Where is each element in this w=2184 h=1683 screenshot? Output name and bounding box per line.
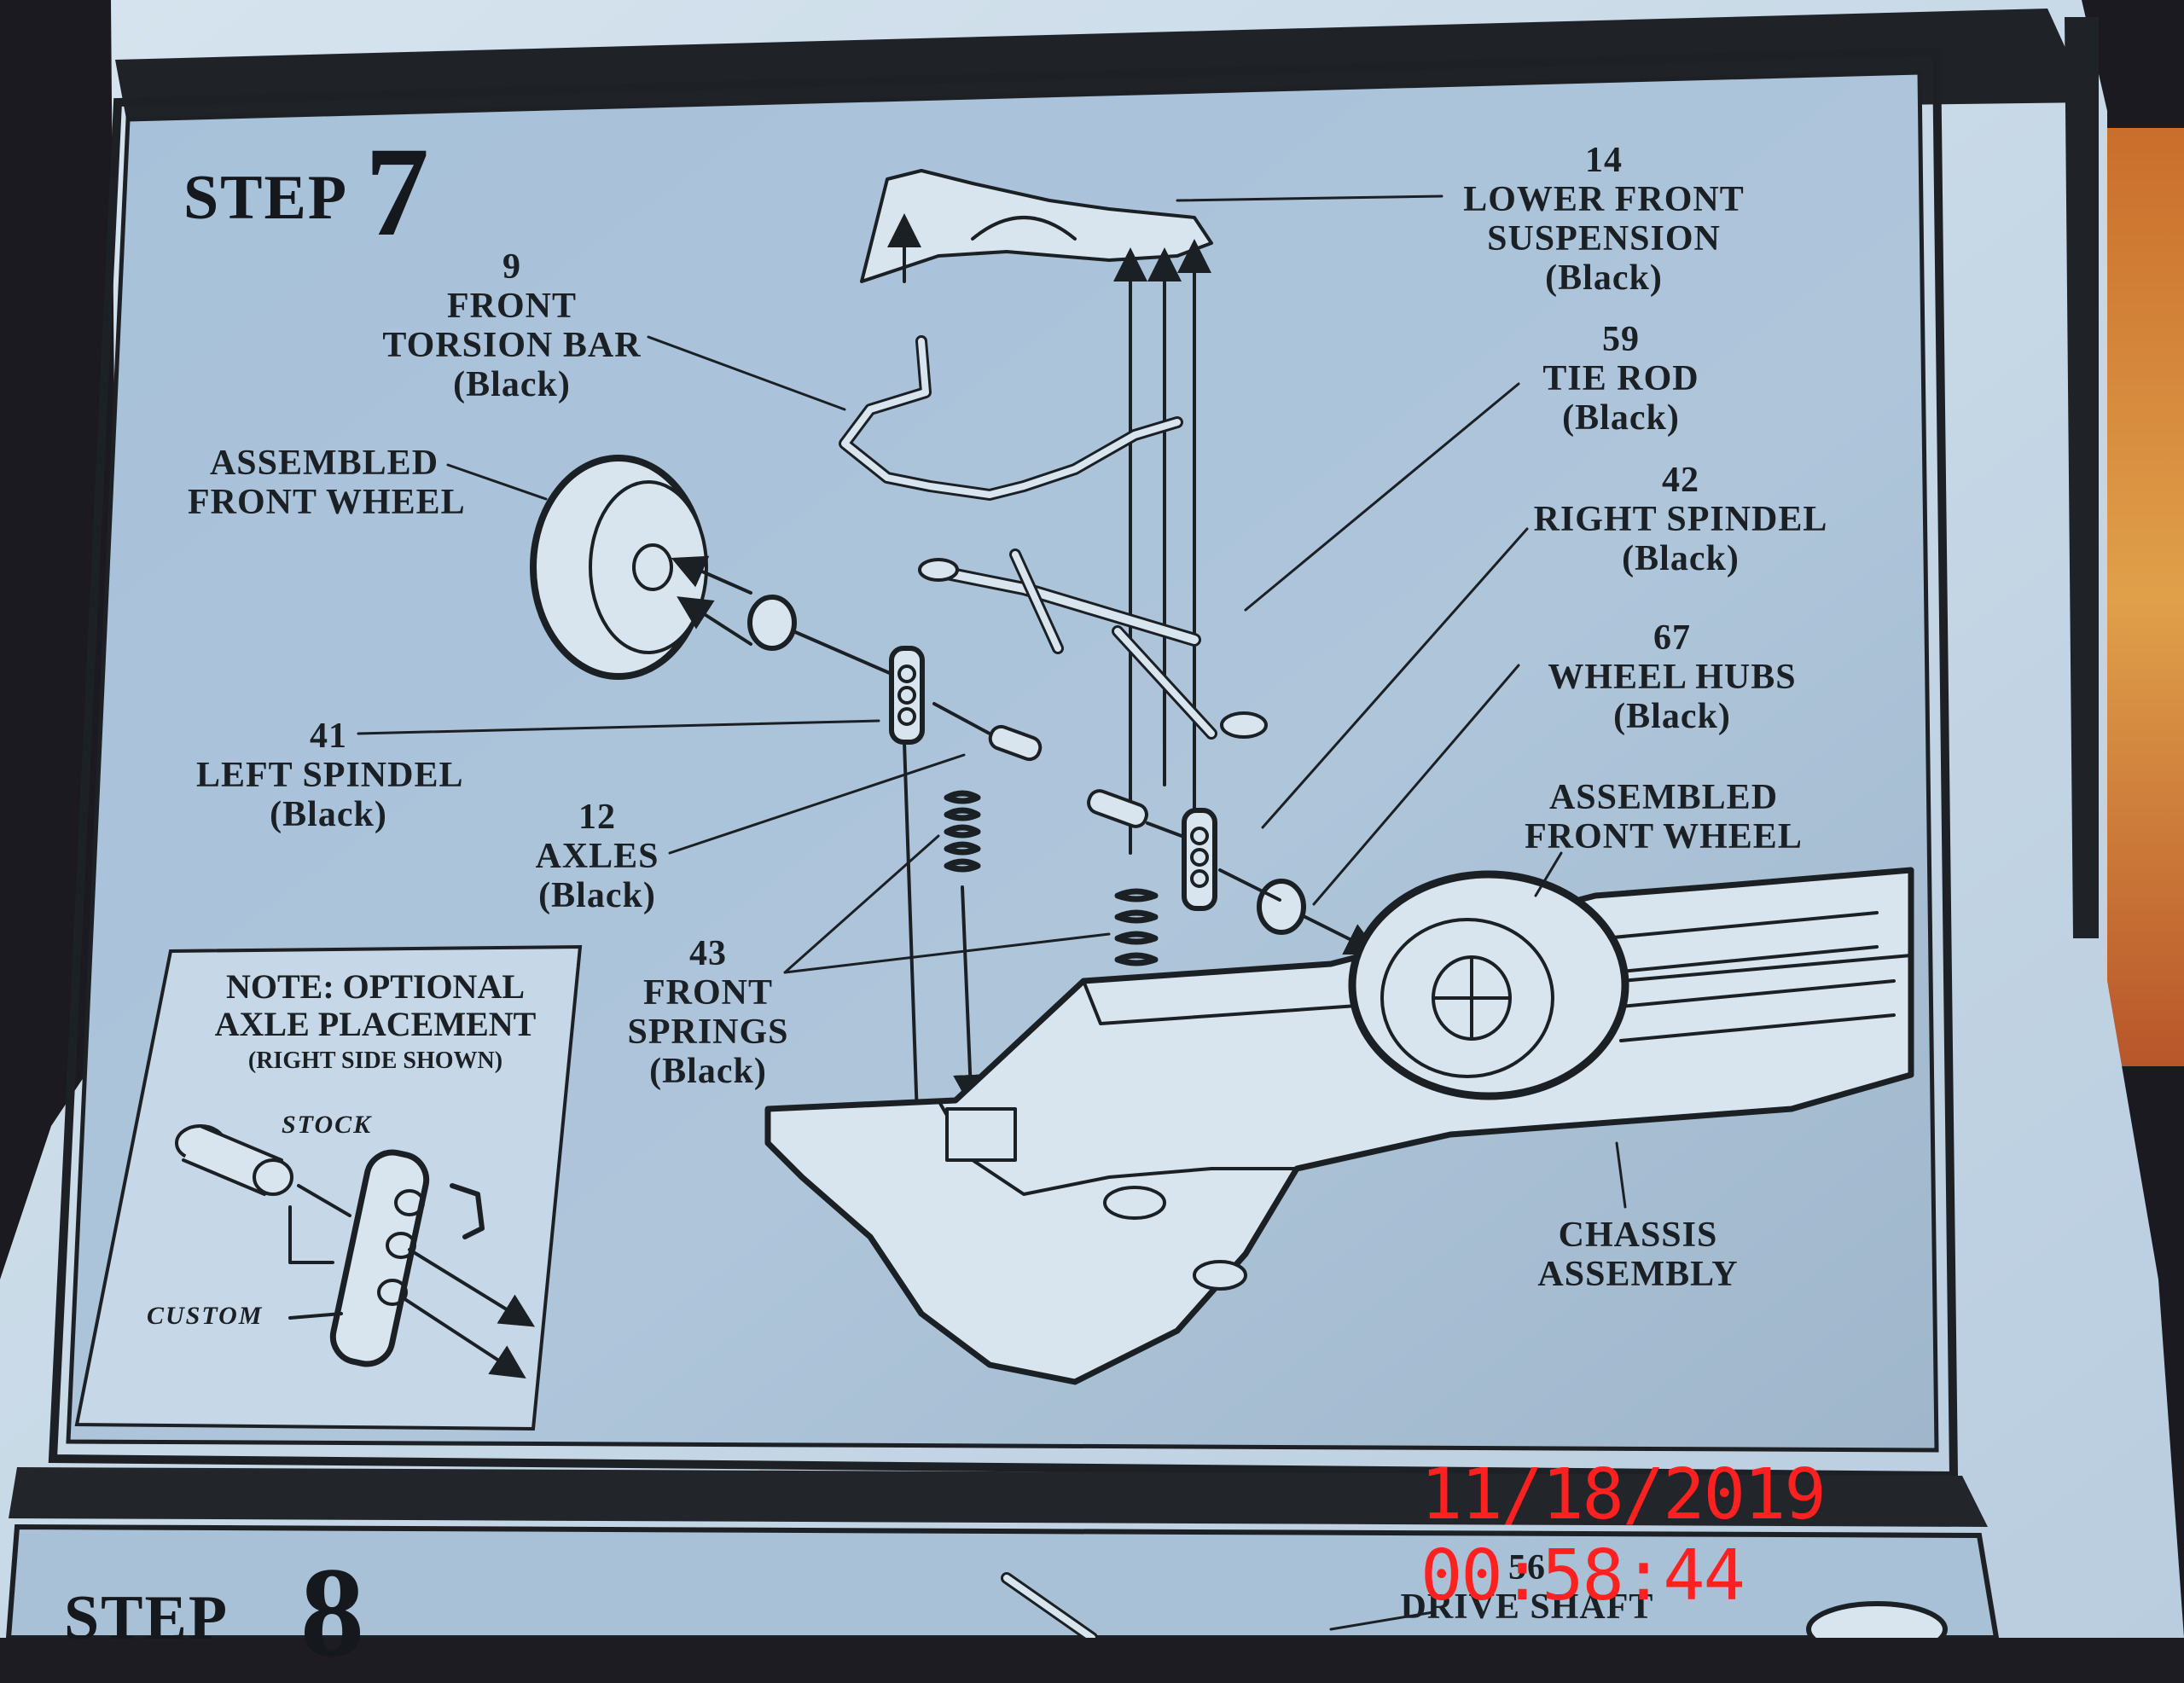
- photo-scene: STEP 7 14 LOWER FRONT SUSPENSION (Black)…: [0, 0, 2184, 1638]
- label-part-43: 43 FRONT SPRINGS (Black): [627, 934, 789, 1091]
- label-part-41: 41 LEFT SPINDEL (Black): [196, 717, 464, 834]
- note-stock-label: STOCK: [282, 1111, 373, 1139]
- label-part-14: 14 LOWER FRONT SUSPENSION (Black): [1463, 141, 1745, 298]
- step7-word: STEP: [183, 163, 349, 233]
- step8-word: STEP: [64, 1583, 229, 1653]
- right-spindel: [1182, 808, 1217, 911]
- camera-timestamp: 11/18/2019 00:58:44: [1420, 1454, 1827, 1616]
- instruction-sheet-photo: [0, 0, 2184, 1638]
- note-box: [74, 944, 583, 1431]
- label-part-67: 67 WHEEL HUBS (Black): [1548, 618, 1797, 736]
- label-assembled-front-wheel-right: ASSEMBLED FRONT WHEEL: [1525, 778, 1803, 856]
- label-part-42: 42 RIGHT SPINDEL (Black): [1533, 461, 1828, 578]
- step8-number: 8: [300, 1541, 364, 1683]
- label-part-56: 56 DRIVE SHAFT: [1400, 1548, 1654, 1627]
- step7-number: 7: [365, 121, 429, 263]
- label-part-9: 9 FRONT TORSION BAR (Black): [382, 247, 642, 404]
- front-springs: [944, 790, 1159, 966]
- step8-panel: [5, 1523, 2000, 1638]
- note-custom-label: CUSTOM: [147, 1302, 264, 1330]
- label-part-12: 12 AXLES (Black): [535, 798, 659, 915]
- left-spindel: [889, 646, 925, 745]
- note-subtitle: (RIGHT SIDE SHOWN): [247, 1048, 503, 1074]
- label-assembled-front-wheel-left: ASSEMBLED FRONT WHEEL: [188, 444, 466, 522]
- note-title: NOTE: OPTIONAL AXLE PLACEMENT: [214, 967, 537, 1043]
- label-part-59: 59 TIE ROD (Black): [1542, 320, 1699, 438]
- optional-axle-illustration: [175, 1124, 536, 1378]
- label-chassis-assembly: CHASSIS ASSEMBLY: [1537, 1216, 1739, 1294]
